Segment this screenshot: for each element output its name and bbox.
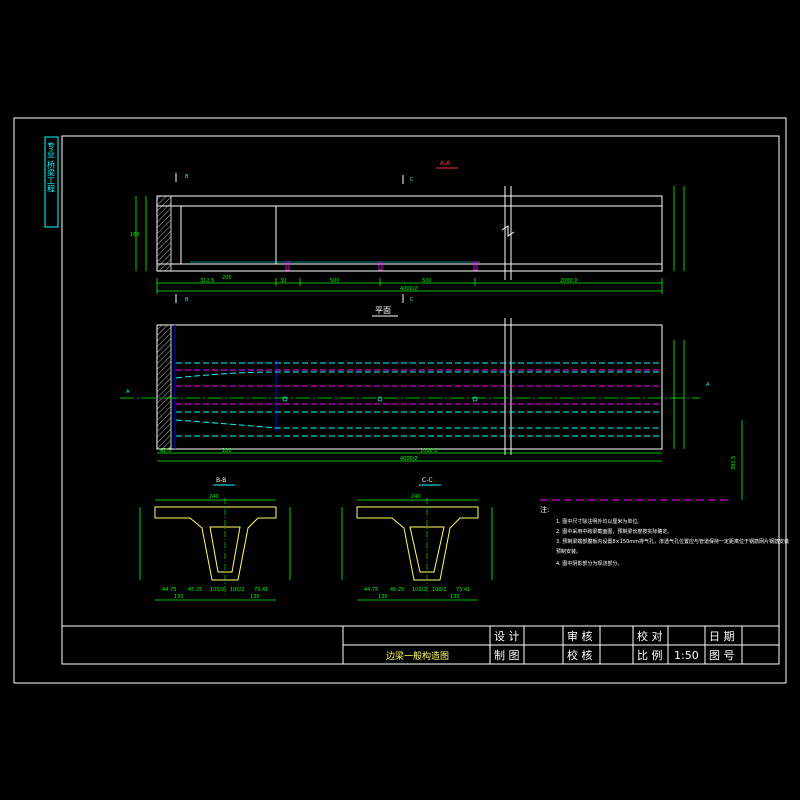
tb-verify: 校 核 (567, 648, 593, 662)
cc-void (409, 526, 445, 573)
notes: 注: 1. 图中尺寸除注明外均以厘米为单位。 2. 图中采用中跨梁截面图，预制梁… (540, 505, 789, 567)
bb-dim-bottom-label: 130 (174, 594, 184, 600)
cut-b-top-label: B (185, 174, 189, 180)
cut-a-left: A (126, 389, 130, 395)
cc-girder-outline (356, 506, 479, 581)
tb-scale-value: 1:50 (674, 649, 699, 662)
cc-dim-bottom-label-2: 130 (450, 594, 460, 600)
section-cc-title: C-C (422, 477, 433, 484)
tb-date: 日 期 (709, 630, 735, 643)
plan-vent-2 (377, 396, 383, 402)
note-2: 2. 图中采用中跨梁截面图，预制梁长度按实际确定。 (556, 528, 672, 535)
note-4: 4. 图中阴影部分为现浇部分。 (556, 560, 622, 567)
cut-c-bottom-label: C (410, 297, 414, 303)
aa-dim-seg4: 500 (422, 278, 432, 284)
plan-dim-seg2: 1000.0 (420, 448, 438, 454)
aa-vent-2 (378, 261, 383, 271)
cc-half-3: 100/2 (412, 587, 426, 593)
tb-drawing-title: 边梁一般构造图 (386, 650, 449, 662)
bb-half-2: 45.25 (188, 587, 202, 593)
aa-vdim-height: 160 (130, 232, 140, 238)
bb-half-3: 100/2 (210, 587, 224, 593)
note-3: 3. 预制梁端部腹板内设置8×150mm排气孔，渗透气孔位置应与管道保持一定距离… (556, 538, 789, 545)
tendon-7 (175, 419, 662, 429)
bb-girder-outline (154, 506, 277, 581)
side-stamp: 专业 桥梁工程 (47, 141, 56, 194)
plan-end-block (156, 324, 172, 450)
aa-dim-seg5: 2000.0 (560, 278, 578, 284)
cc-half-1: 44.75 (364, 587, 378, 593)
section-bb: B-B 240 130 130 44.75 45.25 100/2 100/2 … (139, 477, 291, 601)
notes-heading: 注: (540, 505, 549, 514)
bb-dim-top-label: 240 (209, 494, 219, 500)
aa-vent-3 (473, 261, 478, 271)
inner-frame (61, 135, 780, 665)
bb-half-4: 100/2 (230, 587, 244, 593)
cut-b-bottom-label: B (185, 297, 189, 303)
tendon-3 (175, 371, 662, 379)
plan-outline (156, 324, 663, 450)
aa-dim-seg1: 312.5 (200, 278, 214, 284)
tb-drawing-no: 图 号 (709, 649, 735, 662)
aa-end-block (156, 195, 172, 272)
cut-a-right: A (706, 382, 710, 388)
aa-dim-total: 4000/2 (400, 286, 418, 292)
note-1: 1. 图中尺寸除注明外均以厘米为单位。 (556, 518, 642, 525)
bb-dim-bottom-label-2: 130 (250, 594, 260, 600)
plan-dim-seg1: 200 (222, 448, 232, 454)
title-block: 设 计 审 核 校 对 日 期 制 图 校 核 比 例 1:50 图 号 边梁一… (62, 625, 779, 664)
aa-dim-end: 200 (222, 275, 232, 281)
tb-scale-label: 比 例 (637, 648, 663, 662)
note-3b: 预制安装。 (556, 548, 581, 555)
bb-half-5: 73.41 (254, 587, 268, 593)
aa-vent-1 (285, 261, 290, 271)
aa-dim-seg3: 500 (330, 278, 340, 284)
cc-dim-top-label: 240 (411, 494, 421, 500)
tb-check: 校 对 (637, 629, 663, 643)
cc-half-5: 73.41 (456, 587, 470, 593)
cc-dim-bottom-label: 130 (378, 594, 388, 600)
bb-void (209, 526, 241, 573)
plan-dim-end: 62.5 (160, 448, 171, 454)
plan-vent-3 (472, 396, 478, 402)
plan-view: 平面 A A 62.5 200 1000.0 4000/2 (120, 306, 743, 501)
plan-dim-total: 4000/2 (400, 456, 418, 462)
bb-half-1: 44.75 (162, 587, 176, 593)
outer-frame (13, 117, 787, 684)
side-stamp-box (44, 136, 59, 228)
section-aa: A-A 200 312.5 30 500 500 2000.0 4000/ (130, 160, 685, 303)
tb-review: 审 核 (567, 629, 593, 643)
right-vdim-label: 392.5 (731, 456, 737, 470)
plan-title: 平面 (375, 306, 391, 315)
section-bb-title: B-B (216, 477, 226, 484)
cc-half-2: 45.25 (390, 587, 404, 593)
aa-beam-outline (156, 195, 663, 272)
aa-break-zigzag (501, 225, 515, 237)
tb-drawn: 制 图 (494, 649, 520, 662)
plan-vent-1 (282, 396, 288, 402)
aa-dim-seg2: 30 (280, 278, 286, 284)
section-aa-title: A-A (440, 160, 451, 167)
cc-half-4: 100/2 (432, 587, 446, 593)
tb-design: 设 计 (494, 630, 520, 643)
cut-c-top-label: C (410, 177, 414, 183)
section-cc: C-C 240 130 130 44.75 45.25 100/2 100/2 … (341, 477, 493, 601)
